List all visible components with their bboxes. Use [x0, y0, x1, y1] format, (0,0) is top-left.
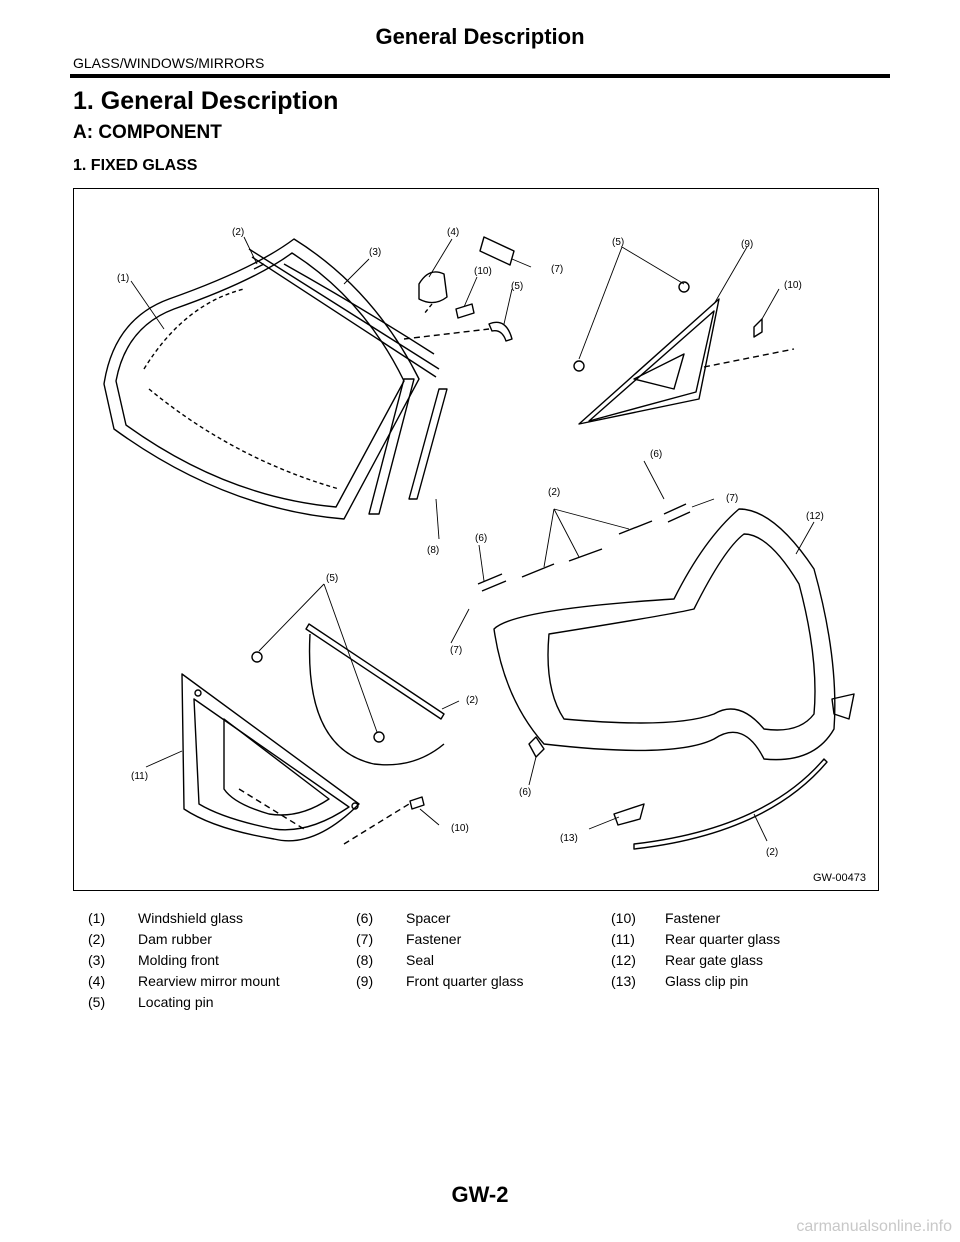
windshield-glass-illustration [103, 238, 420, 520]
section-heading: A: COMPONENT [73, 122, 222, 143]
callout-6: (6) [650, 449, 662, 460]
legend-number: (6) [356, 910, 374, 926]
mirror-mount-illustration [418, 271, 448, 315]
callout-2: (2) [548, 487, 560, 498]
legend-label: Windshield glass [138, 910, 244, 926]
callout-2: (2) [766, 847, 778, 858]
callout-5: (5) [511, 281, 523, 292]
rear-quarter-glass-illustration [181, 673, 360, 842]
callout-2: (2) [466, 695, 478, 706]
fastener-illustration [479, 236, 515, 266]
callout-11: (11) [131, 771, 148, 782]
legend-label: Molding front [138, 952, 219, 968]
callout-12: (12) [806, 511, 824, 522]
page-number: GW-2 [451, 1182, 509, 1207]
callout-1: (1) [117, 273, 129, 284]
legend-number: (3) [88, 952, 106, 968]
rear-gate-glass-illustration [493, 508, 855, 761]
legend-number: (9) [356, 973, 374, 989]
legend-number: (10) [611, 910, 636, 926]
legend-label: Fastener [665, 910, 721, 926]
legend-number: (4) [88, 973, 106, 989]
legend-number: (11) [611, 931, 635, 947]
figure-code: GW-00473 [813, 872, 866, 884]
callout-9: (9) [741, 239, 753, 250]
callout-10: (10) [451, 823, 469, 834]
legend-label: Rear quarter glass [665, 931, 781, 947]
callout-7: (7) [726, 493, 738, 504]
legend-number: (12) [611, 952, 636, 968]
callout-10: (10) [784, 280, 802, 291]
legend-number: (13) [611, 973, 636, 989]
legend-label: Fastener [406, 931, 462, 947]
subsection-heading: 1. FIXED GLASS [73, 157, 198, 174]
legend-label: Rearview mirror mount [138, 973, 280, 989]
callout-7: (7) [450, 645, 462, 656]
legend-label: Spacer [406, 910, 451, 926]
callout-2: (2) [232, 227, 244, 238]
legend-label: Locating pin [138, 994, 214, 1010]
legend-label: Glass clip pin [665, 973, 749, 989]
callout-5: (5) [612, 237, 624, 248]
front-quarter-glass-illustration [573, 281, 795, 425]
callout-4: (4) [447, 227, 459, 238]
callout-13: (13) [560, 833, 578, 844]
callout-7: (7) [551, 264, 563, 275]
legend-label: Rear gate glass [665, 952, 764, 968]
molding-front-illustration [248, 248, 448, 515]
header-divider [70, 74, 890, 78]
chapter-heading: 1. General Description [73, 87, 339, 115]
callout-10: (10) [474, 266, 492, 277]
legend-label: Dam rubber [138, 931, 212, 947]
section-name: GLASS/WINDOWS/MIRRORS [73, 55, 265, 71]
page-header-title: General Description [375, 24, 585, 49]
callout-8: (8) [427, 545, 439, 556]
callout-6: (6) [475, 533, 487, 544]
callout-6: (6) [519, 787, 531, 798]
legend-label: Front quarter glass [406, 973, 524, 989]
legend-number: (7) [356, 931, 374, 947]
legend-label: Seal [406, 952, 435, 968]
legend-number: (5) [88, 994, 106, 1010]
watermark: carmanualsonline.info [796, 1218, 952, 1235]
callout-5: (5) [326, 573, 338, 584]
legend-number: (1) [88, 910, 106, 926]
component-diagram: (1) (2) (3) (4) (10) (5) (7) (5) (9) (10… [73, 188, 879, 891]
callout-3: (3) [369, 247, 381, 258]
legend-number: (8) [356, 952, 374, 968]
legend-number: (2) [88, 931, 106, 947]
